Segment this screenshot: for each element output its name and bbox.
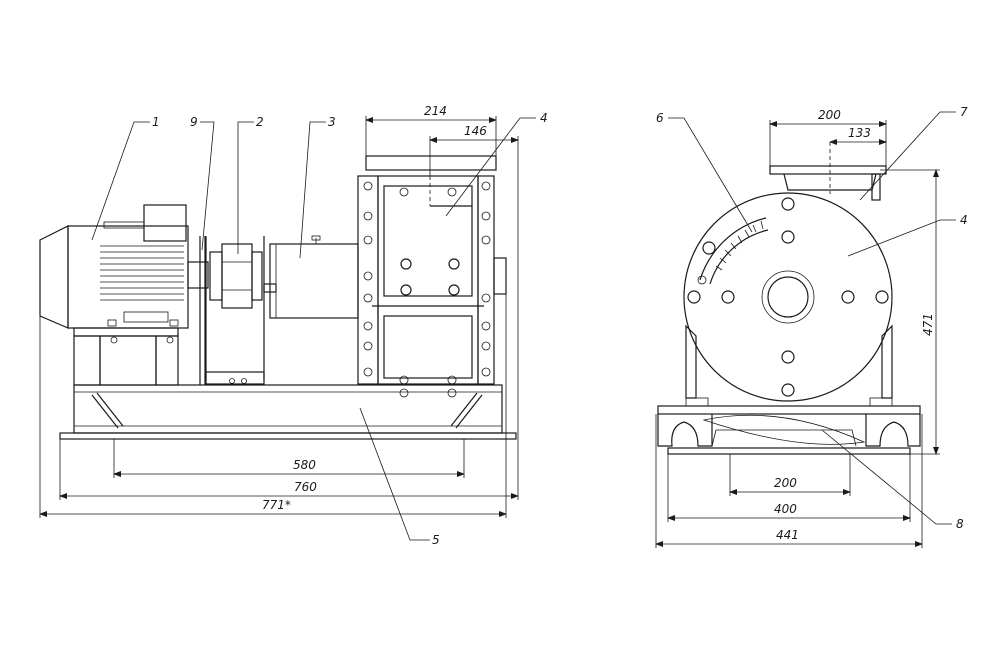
label-2: 2: [256, 115, 264, 129]
mill-bolts: [363, 181, 491, 398]
electric-motor: [39, 204, 189, 386]
housing-bolts: [687, 197, 889, 397]
side-view-dimensions: 214 146 580 760 771*: [39, 104, 519, 518]
label-1: 1: [152, 115, 160, 129]
dim-771: 771*: [262, 498, 291, 512]
bearing-unit: [263, 235, 359, 319]
dim-580: 580: [293, 458, 316, 472]
inlet-hopper: [769, 142, 887, 201]
rotor-housing: [683, 192, 893, 402]
dim-133: 133: [848, 126, 871, 140]
dim-760: 760: [294, 480, 317, 494]
label-9: 9: [190, 115, 198, 129]
side-view-callouts: 1 9 2 3 4 5: [91, 111, 548, 547]
label-5: 5: [432, 533, 440, 547]
label-3: 3: [328, 115, 336, 129]
front-view-callouts: 6 7 4 8: [656, 105, 968, 531]
base-plate: [59, 384, 517, 440]
dim-200-bottom: 200: [774, 476, 797, 490]
label-8: 8: [956, 517, 964, 531]
label-7: 7: [960, 105, 968, 119]
front-base: [657, 397, 921, 455]
front-view: 200 133 471 200 400 441: [655, 105, 968, 548]
label-6: 6: [656, 111, 664, 125]
mill-body: [357, 155, 507, 398]
dim-441: 441: [776, 528, 799, 542]
label-4-left: 4: [540, 111, 548, 125]
front-view-dimensions: 200 133 471 200 400 441: [655, 108, 940, 548]
dim-471: 471: [921, 313, 935, 336]
dim-400: 400: [774, 502, 797, 516]
dim-200-top: 200: [818, 108, 841, 122]
side-view: 214 146 580 760 771* 1 9: [39, 104, 548, 547]
coupling-guard: [205, 236, 265, 385]
front-housing-support: [685, 324, 893, 399]
shaft-plate: [187, 236, 209, 385]
label-4-right: 4: [960, 213, 968, 227]
dim-214: 214: [424, 104, 447, 118]
dim-146: 146: [464, 124, 487, 138]
motor-fins: [100, 245, 184, 301]
